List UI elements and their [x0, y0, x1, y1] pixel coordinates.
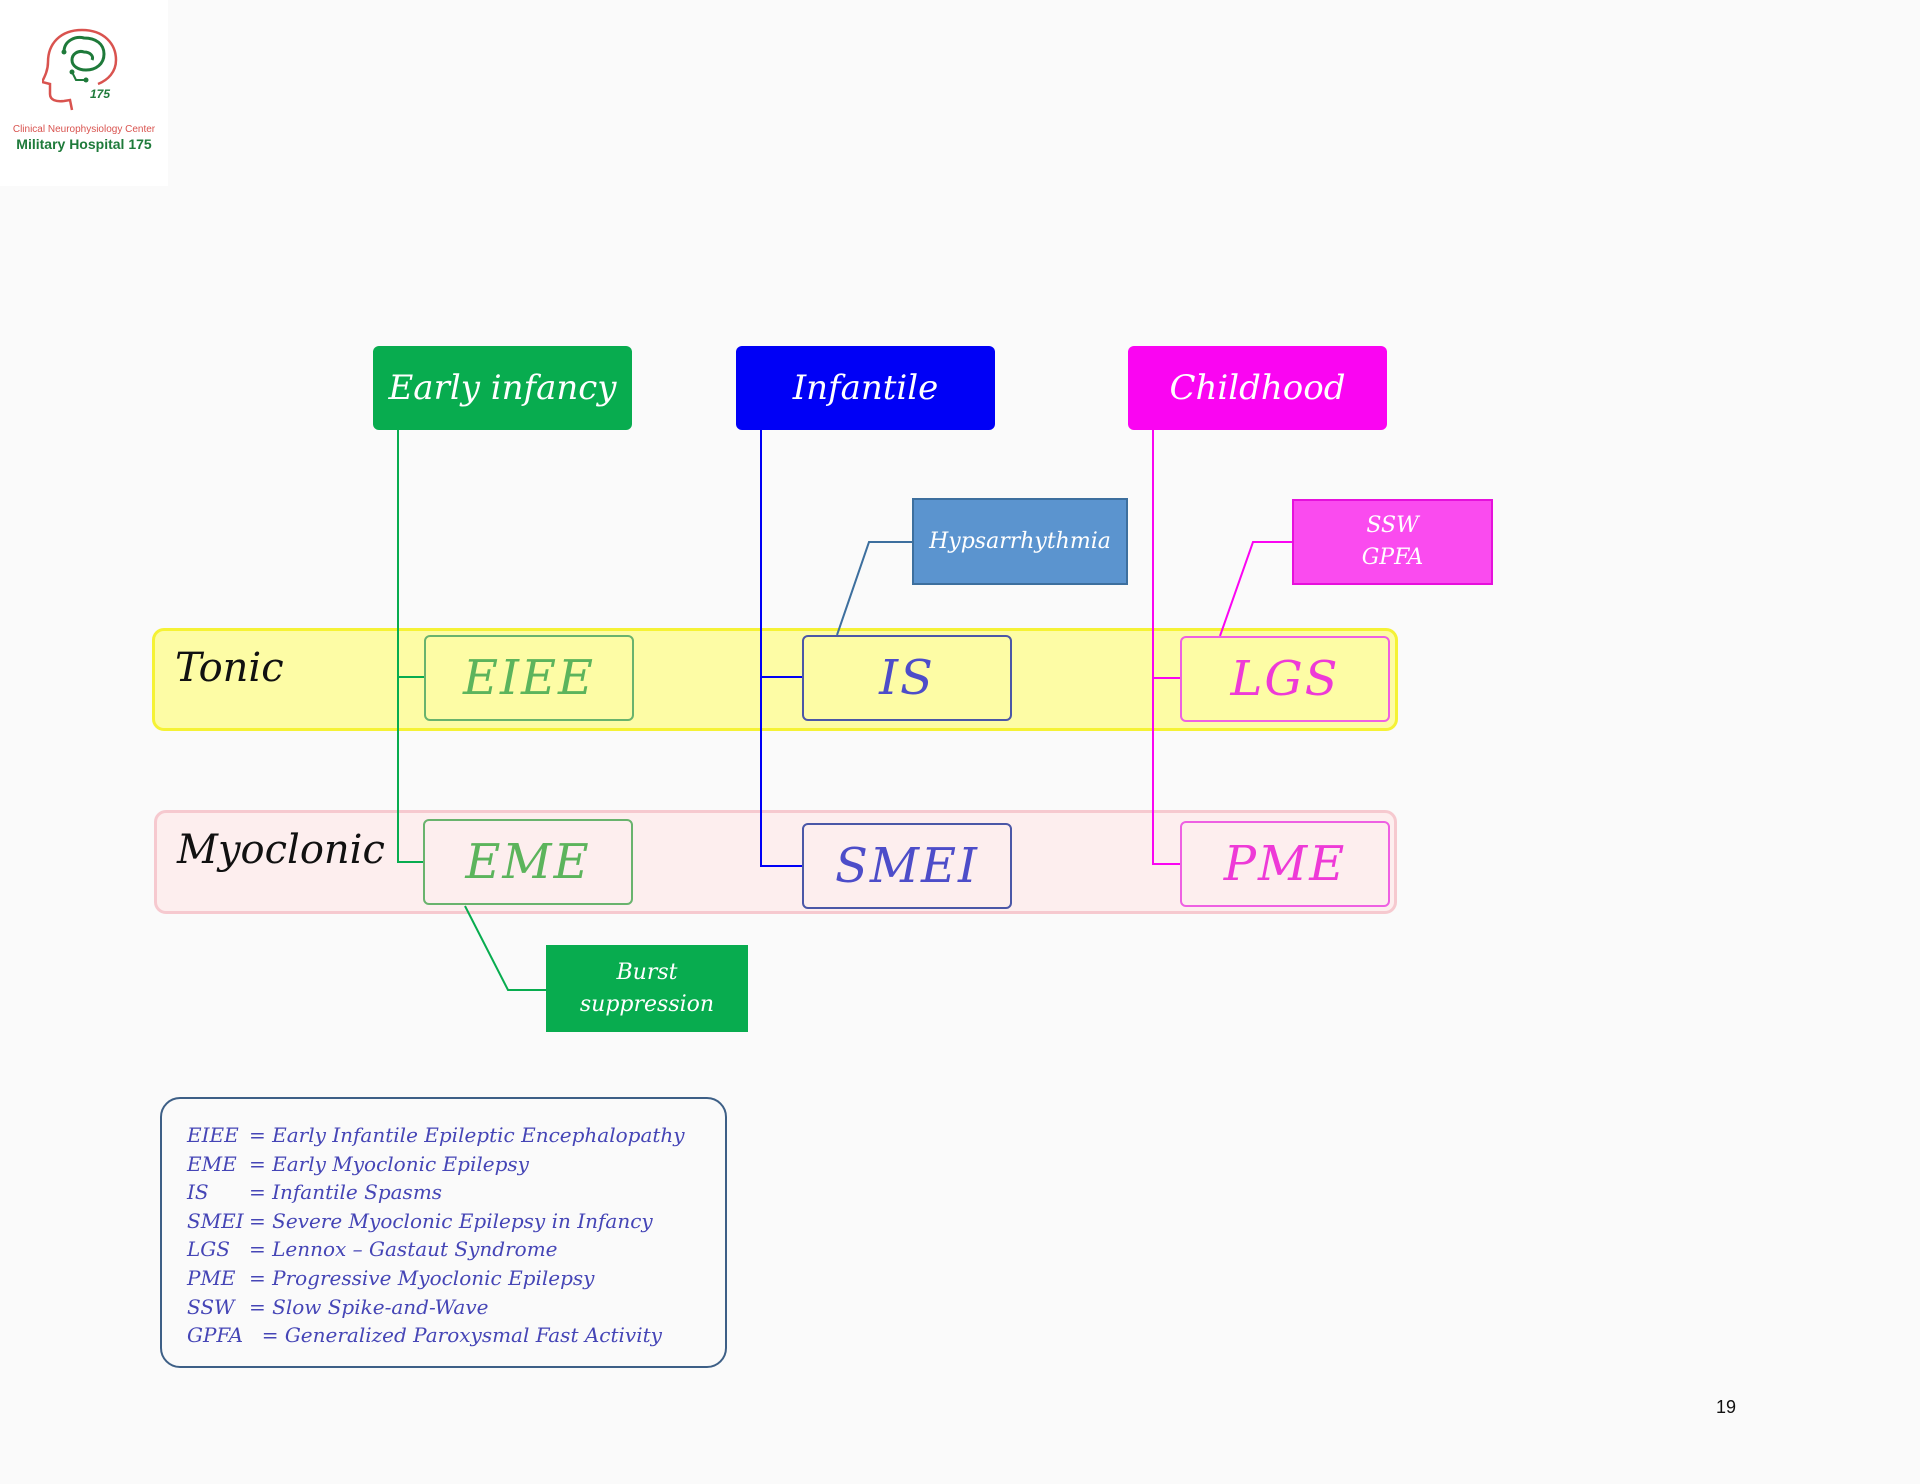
row-label-myoclonic: Myoclonic — [177, 827, 385, 873]
legend-row: PME = Progressive Myoclonic Epilepsy — [187, 1264, 725, 1293]
syndrome-pme: PME — [1180, 821, 1390, 907]
hospital-logo: 175 Clinical Neurophysiology Center Mili… — [0, 0, 168, 186]
legend-definition: = Early Infantile Epileptic Encephalopat… — [249, 1123, 685, 1147]
header-childhood: Childhood — [1128, 346, 1387, 430]
legend-row: IS = Infantile Spasms — [187, 1178, 725, 1207]
legend-row: EME = Early Myoclonic Epilepsy — [187, 1150, 725, 1179]
eeg-suppression-label: suppression — [579, 991, 715, 1017]
legend-row: SSW = Slow Spike-and-Wave — [187, 1293, 725, 1322]
connector-lgs-ssw — [1219, 541, 1292, 637]
legend-definition: = Infantile Spasms — [249, 1180, 443, 1205]
eeg-burst-label: Burst — [616, 959, 678, 985]
page-number: 19 — [1716, 1397, 1737, 1417]
logo-badge: 175 — [90, 87, 110, 101]
legend-definition: = Slow Spike-and-Wave — [249, 1294, 489, 1319]
syndrome-lgs: LGS — [1180, 636, 1390, 722]
legend-row: GPFA = Generalized Paroxysmal Fast Activ… — [187, 1321, 725, 1350]
legend-abbr: EIEE — [187, 1123, 239, 1147]
eeg-hypsarrhythmia-label: Hypsarrhythmia — [929, 528, 1111, 554]
eeg-hypsarrhythmia: Hypsarrhythmia — [912, 498, 1128, 585]
header-infantile: Infantile — [736, 346, 995, 430]
logo-name: Military Hospital 175 — [16, 136, 152, 152]
legend-abbr: EME — [187, 1151, 237, 1176]
legend-row: SMEI= Severe Myoclonic Epilepsy in Infan… — [187, 1207, 725, 1236]
legend-abbr: SMEI — [187, 1208, 244, 1233]
connector-early-infancy — [397, 430, 424, 863]
legend-definition: = Early Myoclonic Epilepsy — [249, 1151, 529, 1176]
connector-infantile — [760, 430, 802, 867]
syndrome-eiee: EIEE — [424, 635, 634, 721]
syndrome-eme: EME — [423, 819, 633, 905]
legend-row: LGS = Lennox – Gastaut Syndrome — [187, 1235, 725, 1264]
legend-definition: = Severe Myoclonic Epilepsy in Infancy — [249, 1208, 653, 1233]
syndrome-smei: SMEI — [802, 823, 1012, 909]
syndrome-is: IS — [802, 635, 1012, 721]
abbreviation-legend: EIEE = Early Infantile Epileptic Encephal… — [160, 1097, 727, 1368]
legend-abbr: GPFA — [187, 1323, 244, 1348]
legend-abbr: LGS — [187, 1237, 230, 1262]
logo-subtitle: Clinical Neurophysiology Center — [12, 124, 156, 135]
legend-definition: = Progressive Myoclonic Epilepsy — [249, 1265, 595, 1290]
row-label-tonic: Tonic — [175, 645, 284, 691]
eeg-ssw-gpfa: SSW GPFA — [1292, 499, 1493, 585]
legend-row: EIEE = Early Infantile Epileptic Encephal… — [187, 1121, 725, 1150]
connector-childhood — [1152, 430, 1180, 865]
connector-eme-burst — [464, 905, 546, 991]
legend-abbr: PME — [187, 1265, 236, 1290]
eeg-gpfa-label: GPFA — [1361, 545, 1424, 570]
connector-is-hyps — [836, 541, 912, 636]
legend-definition: = Generalized Paroxysmal Fast Activity — [249, 1323, 662, 1348]
legend-abbr: IS — [187, 1180, 209, 1205]
brain-head-icon: 175 — [42, 28, 118, 111]
eeg-burst-suppression: Burst suppression — [546, 945, 748, 1032]
eeg-ssw-label: SSW — [1366, 513, 1419, 538]
legend-abbr: SSW — [187, 1294, 235, 1319]
header-early-infancy: Early infancy — [373, 346, 632, 430]
legend-definition: = Lennox – Gastaut Syndrome — [249, 1237, 558, 1262]
